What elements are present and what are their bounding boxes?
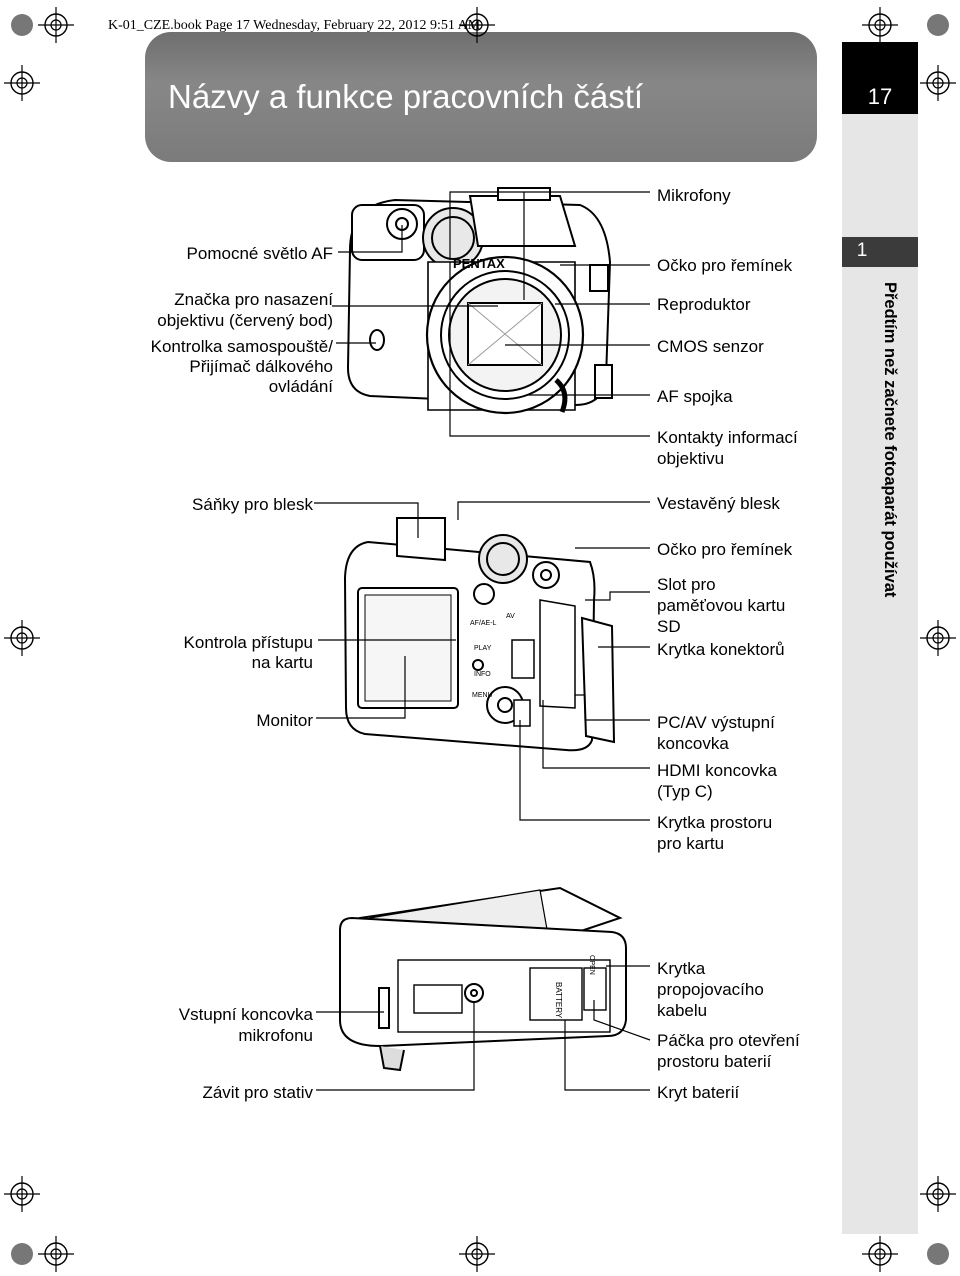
label-lens-contacts: Kontakty informací: [657, 428, 798, 447]
label-lens-contacts-2: objektivu: [657, 449, 725, 468]
battery-mark: BATTERY: [554, 982, 563, 1019]
label-terminal-cover: Krytka konektorů: [657, 640, 785, 659]
label-battery-lock-lever: Páčka pro otevření: [657, 1031, 800, 1050]
open-mark: OPEN: [588, 955, 595, 975]
label-microphones: Mikrofony: [657, 186, 731, 205]
label-hot-shoe: Sáňky pro blesk: [192, 495, 313, 514]
chapter-number: 1: [856, 240, 868, 261]
label-cable-cover-2: propojovacího: [657, 980, 764, 999]
label-battery-lock-lever-2: prostoru baterií: [657, 1052, 772, 1071]
label-battery-cover: Kryt baterií: [657, 1083, 740, 1102]
camera-back-illustration: [343, 517, 616, 752]
title-banner: [145, 32, 817, 162]
page-title: Názvy a funkce pracovních částí: [168, 78, 644, 115]
label-speaker: Reproduktor: [657, 295, 751, 314]
label-card-access-lamp-2: na kartu: [251, 653, 313, 672]
label-monitor: Monitor: [256, 711, 313, 730]
menu-label: MENU: [472, 692, 493, 699]
label-hdmi-terminal-2: (Typ C): [657, 782, 713, 801]
label-self-timer-lamp: Kontrolka samospouště/: [150, 337, 333, 356]
leader-lines: [314, 191, 651, 1091]
label-pc-av-terminal-2: koncovka: [657, 734, 729, 753]
label-pc-av-terminal: PC/AV výstupní: [657, 713, 775, 732]
label-strap-lug-front: Očko pro řemínek: [657, 256, 793, 275]
label-mic-input: Vstupní koncovka: [178, 1005, 313, 1024]
chapter-title: Předtím než začnete fotoaparát používat: [881, 282, 899, 598]
label-hdmi-terminal: HDMI koncovka: [657, 761, 777, 780]
print-header: K-01_CZE.book Page 17 Wednesday, Februar…: [108, 18, 481, 33]
label-remote-receiver-2: ovládání: [268, 377, 333, 396]
label-cable-cover-3: kabelu: [657, 1001, 708, 1020]
label-af-coupler: AF spojka: [657, 387, 733, 406]
page-number-box: [842, 42, 918, 114]
label-card-cover: Krytka prostoru: [657, 813, 773, 832]
label-sd-slot: Slot pro: [657, 575, 716, 594]
label-card-access-lamp: Kontrola přístupu: [183, 633, 313, 652]
label-af-assist-light: Pomocné světlo AF: [186, 244, 333, 263]
play-label: PLAY: [474, 645, 492, 652]
label-cmos-sensor: CMOS senzor: [657, 337, 764, 356]
label-sd-slot-3: SD: [657, 617, 681, 636]
label-mic-input-2: mikrofonu: [238, 1026, 313, 1045]
label-built-in-flash: Vestavěný blesk: [657, 494, 780, 513]
camera-bottom-illustration: [339, 886, 627, 1072]
afael-label: AF/AE-L: [470, 620, 497, 627]
info-label: INFO: [474, 671, 491, 678]
camera-front-illustration: [346, 187, 613, 415]
page-number: 17: [867, 84, 893, 109]
label-cable-cover: Krytka: [657, 959, 706, 978]
label-sd-slot-2: paměťovou kartu: [657, 596, 786, 615]
registration-marks: [3, 6, 957, 1273]
av-label: AV: [506, 613, 515, 620]
label-lens-mount-index: Značka pro nasazení: [174, 290, 333, 309]
label-tripod-socket: Závit pro stativ: [202, 1083, 313, 1102]
label-lens-mount-index-2: objektivu (červený bod): [157, 311, 333, 330]
pentax-logo: PENTAX: [453, 256, 505, 271]
label-card-cover-2: pro kartu: [657, 834, 725, 853]
label-remote-receiver: Přijímač dálkového: [189, 357, 333, 376]
chapter-tab: [842, 237, 918, 267]
label-strap-lug-back: Očko pro řemínek: [657, 540, 793, 559]
